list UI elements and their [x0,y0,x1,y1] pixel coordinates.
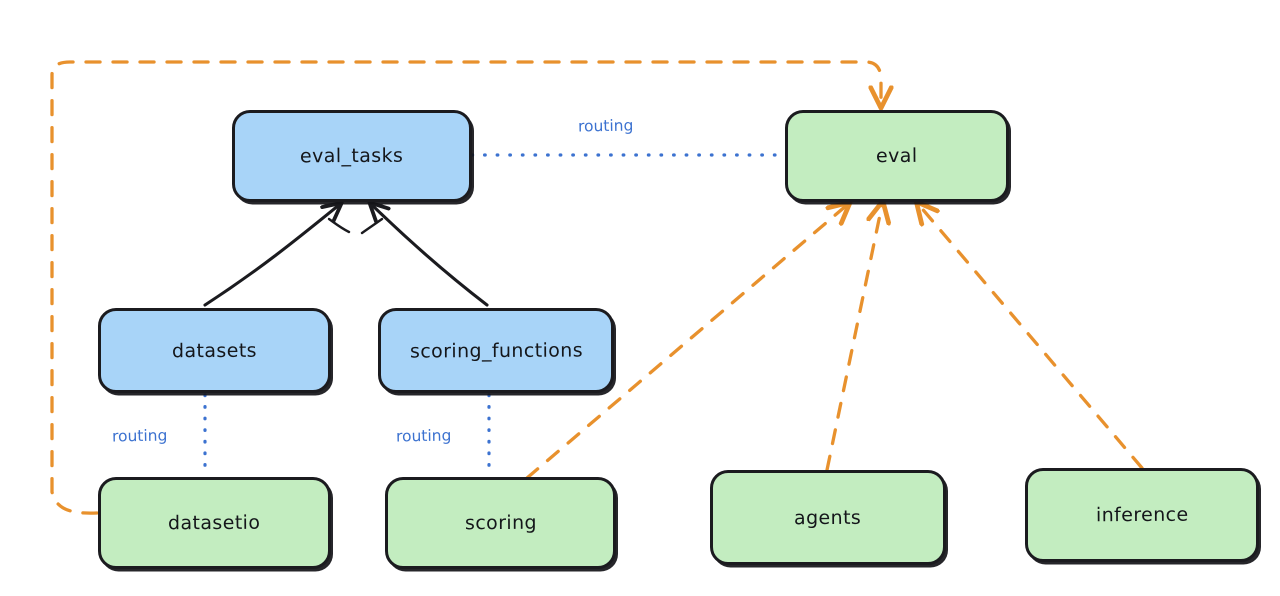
edge-label-routing-datasets: routing [111,426,168,446]
edge-label-routing-eval: routing [577,116,634,136]
edge-agents-to-eval [825,205,882,472]
node-label: scoring [464,511,537,535]
node-scoring-functions[interactable]: scoring_functions [378,308,614,393]
node-label: scoring_functions [409,338,583,363]
edge-inference-to-eval [919,205,1144,470]
node-label: inference [1095,503,1189,527]
node-label: datasets [171,339,258,362]
edge-datasets-to-eval-tasks [203,205,351,307]
node-inference[interactable]: inference [1025,468,1259,562]
node-datasetio[interactable]: datasetio [98,477,331,569]
node-agents[interactable]: agents [710,470,946,565]
node-label: datasetio [168,511,261,535]
node-label: eval [876,144,918,168]
edge-label-routing-scoring: routing [395,426,452,446]
node-scoring[interactable]: scoring [385,477,616,569]
node-eval-tasks[interactable]: eval_tasks [232,110,472,202]
node-label: eval_tasks [300,144,404,168]
edge-scoring-functions-to-eval-tasks [360,205,489,307]
node-label: agents [794,506,862,529]
node-datasets[interactable]: datasets [98,308,331,393]
node-eval[interactable]: eval [785,110,1009,202]
